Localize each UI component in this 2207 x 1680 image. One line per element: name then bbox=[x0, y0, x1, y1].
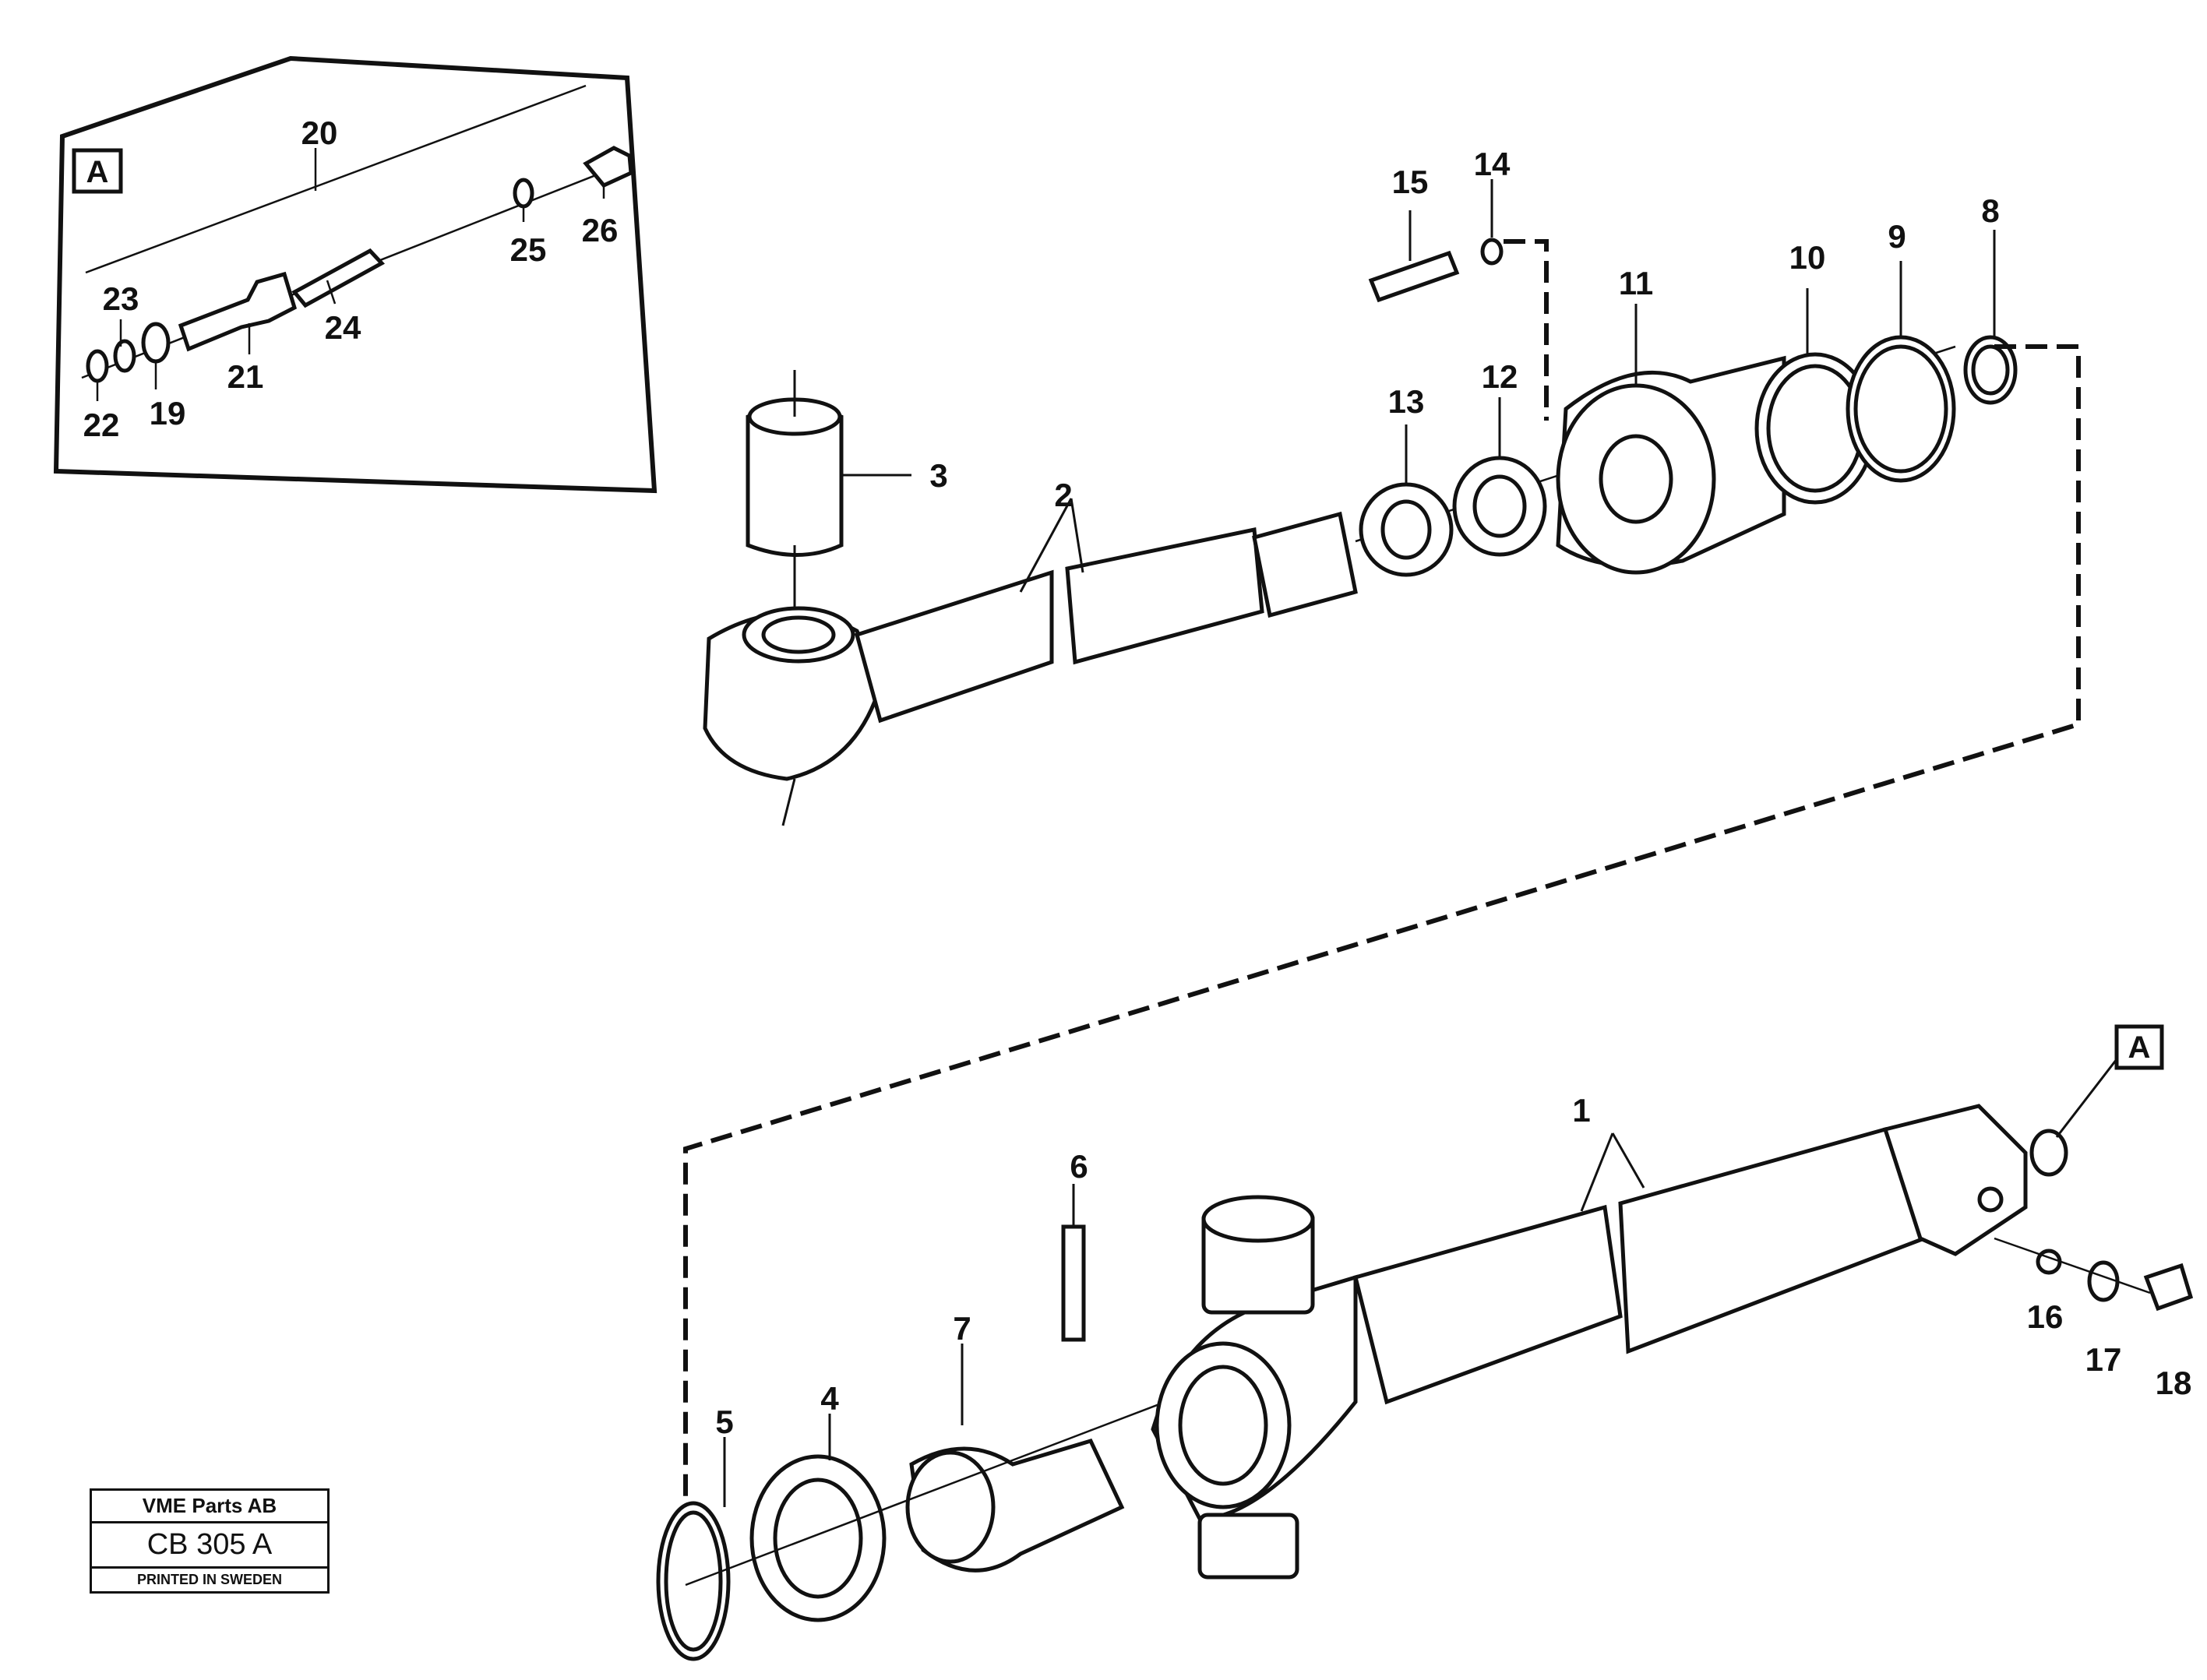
callout-25: 25 bbox=[510, 231, 547, 268]
part-2-rod-thread bbox=[1252, 511, 1358, 618]
part-1-port-bottom bbox=[1197, 1513, 1299, 1580]
detail-a-marker-box bbox=[72, 148, 123, 194]
stamp-code: CB 305 A bbox=[92, 1523, 327, 1569]
part-21-valve-body bbox=[178, 271, 297, 352]
part-19-ring bbox=[141, 322, 171, 364]
part-22-ring bbox=[86, 349, 109, 383]
callout-22: 22 bbox=[83, 407, 120, 443]
part-26-plug bbox=[583, 146, 633, 188]
callout-23: 23 bbox=[103, 280, 139, 317]
part-24-pin bbox=[291, 248, 386, 308]
callout-10: 10 bbox=[1789, 239, 1826, 276]
part-15-bolt bbox=[1368, 250, 1460, 303]
callout-labels: 1 2 3 4 5 6 7 8 9 10 11 12 13 14 15 16 1… bbox=[83, 114, 2192, 1440]
callout-1: 1 bbox=[1572, 1092, 1590, 1129]
callout-18: 18 bbox=[2156, 1365, 2192, 1401]
callout-11: 11 bbox=[1619, 265, 1653, 301]
piston-rod-assembly bbox=[703, 179, 2018, 826]
callout-5: 5 bbox=[715, 1404, 733, 1440]
detail-a-reference-label: A bbox=[2128, 1030, 2151, 1065]
part-1-barrel-front bbox=[1352, 1204, 1623, 1405]
callout-13: 13 bbox=[1388, 383, 1425, 420]
detail-a-marker-label: A bbox=[86, 155, 109, 189]
callout-21: 21 bbox=[227, 358, 264, 395]
part-23-ring bbox=[113, 339, 136, 373]
callout-17: 17 bbox=[2085, 1341, 2122, 1378]
callout-14: 14 bbox=[1474, 146, 1511, 182]
callout-3: 3 bbox=[929, 457, 947, 494]
callout-8: 8 bbox=[1981, 192, 1999, 229]
part-17-washer bbox=[2087, 1260, 2120, 1302]
dashed-route-upper bbox=[1504, 239, 1549, 421]
part-2-rod-shaft-a bbox=[854, 569, 1054, 724]
part-1-barrel-rear bbox=[1618, 1126, 1927, 1354]
callout-12: 12 bbox=[1482, 358, 1518, 395]
callout-19: 19 bbox=[150, 395, 186, 431]
part-1-end-block bbox=[1882, 1104, 2028, 1256]
part-6-pin bbox=[1061, 1224, 1086, 1342]
stamp-company: VME Parts AB bbox=[92, 1491, 327, 1523]
dashed-route-main bbox=[683, 344, 2081, 1597]
callout-2: 2 bbox=[1054, 477, 1072, 513]
part-18-plug bbox=[2143, 1263, 2194, 1312]
publisher-stamp: VME Parts AB CB 305 A PRINTED IN SWEDEN bbox=[90, 1488, 330, 1594]
detail-a-reference-box bbox=[2114, 1024, 2164, 1070]
cylinder-barrel-assembly: A bbox=[656, 1024, 2194, 1661]
part-25-ring bbox=[513, 178, 534, 209]
part-1-valve-nut bbox=[2029, 1129, 2068, 1177]
callout-7: 7 bbox=[953, 1310, 971, 1347]
part-2-rod-shaft-b bbox=[1065, 527, 1264, 665]
callout-20: 20 bbox=[301, 114, 338, 151]
callout-4: 4 bbox=[820, 1380, 839, 1417]
callout-15: 15 bbox=[1392, 164, 1429, 200]
stamp-printed: PRINTED IN SWEDEN bbox=[136, 1572, 282, 1587]
callout-26: 26 bbox=[582, 212, 619, 248]
callout-6: 6 bbox=[1070, 1148, 1088, 1185]
detail-a-inset: A bbox=[53, 55, 658, 494]
part-14-washer bbox=[1480, 238, 1504, 266]
callout-24: 24 bbox=[325, 309, 361, 346]
callout-16: 16 bbox=[2027, 1298, 2064, 1335]
callout-9: 9 bbox=[1888, 218, 1906, 255]
